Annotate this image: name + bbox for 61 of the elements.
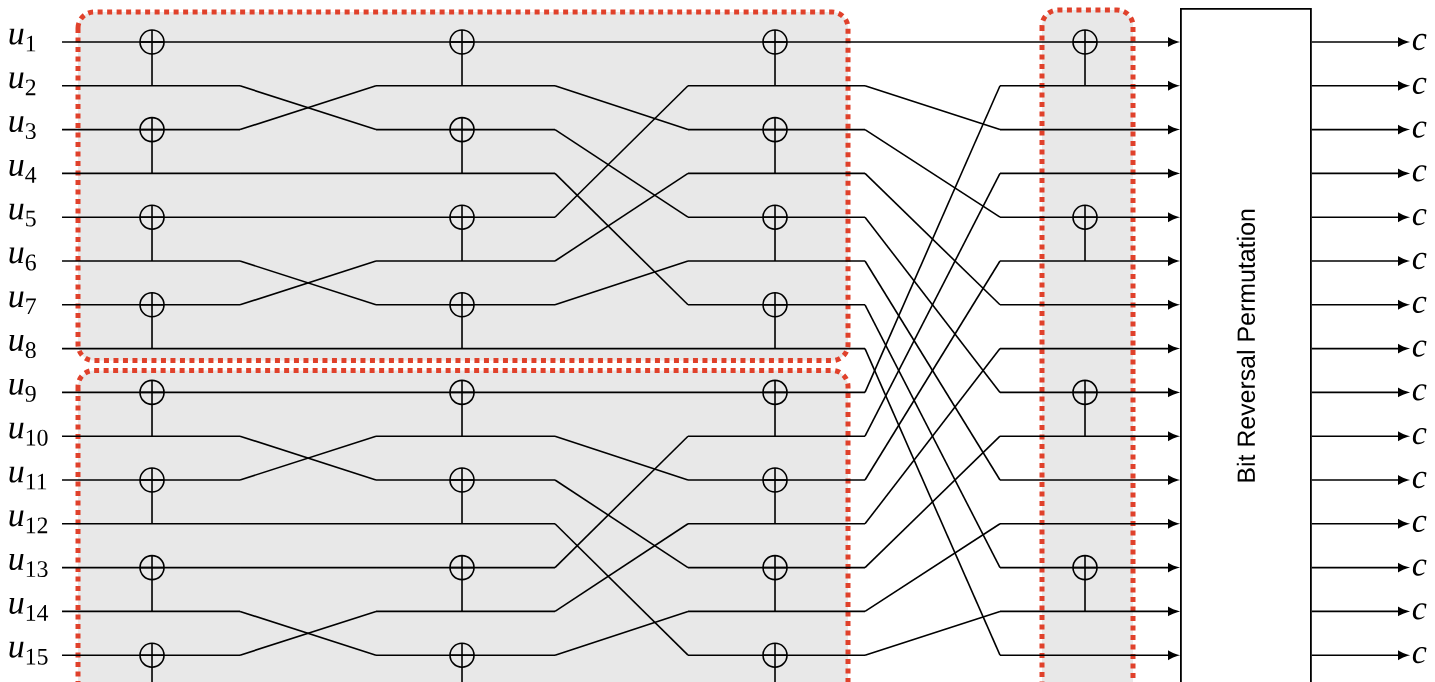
arrow xyxy=(1311,344,1408,353)
output-label: c xyxy=(1412,515,1427,532)
arrow xyxy=(1134,650,1178,660)
arrow xyxy=(1311,519,1408,529)
arrow xyxy=(1311,607,1408,616)
input-label: u$_{12}$ xyxy=(9,510,48,534)
input-label: u$_{6}$ xyxy=(9,247,36,271)
input-label: u$_{15}$ xyxy=(9,641,48,665)
arrow xyxy=(1311,81,1408,91)
arrow xyxy=(1134,344,1178,353)
arrow xyxy=(1311,475,1408,485)
permutation-box: Bit Reversal Permutation xyxy=(1180,8,1312,682)
arrow xyxy=(1134,607,1178,616)
input-label: u$_{1}$ xyxy=(9,28,36,52)
input-label: u$_{3}$ xyxy=(9,116,36,140)
output-label: c xyxy=(1412,33,1427,51)
input-label: u$_{7}$ xyxy=(9,291,36,315)
arrow xyxy=(1311,169,1408,178)
input-label: u$_{5}$ xyxy=(9,203,36,227)
output-label: c xyxy=(1412,296,1427,313)
arrow xyxy=(1134,212,1178,222)
arrow xyxy=(1134,519,1178,529)
arrow xyxy=(1134,431,1178,441)
arrow xyxy=(1311,388,1408,397)
input-label: u$_{10}$ xyxy=(9,422,48,446)
arrow xyxy=(1134,37,1178,47)
input-label: u$_{2}$ xyxy=(9,72,36,96)
arrow xyxy=(1134,169,1178,178)
output-label: c xyxy=(1412,252,1427,270)
arrow xyxy=(1311,212,1408,222)
output-label: c xyxy=(1412,340,1427,357)
arrow xyxy=(1311,650,1408,660)
output-label: c xyxy=(1412,121,1427,138)
arrow xyxy=(1134,388,1178,397)
output-label: c xyxy=(1412,77,1427,94)
output-label: c xyxy=(1412,471,1427,489)
arrow xyxy=(1311,300,1408,310)
input-label: u$_{14}$ xyxy=(9,598,49,621)
input-label: u$_{9}$ xyxy=(9,378,36,402)
arrow xyxy=(1311,431,1408,441)
input-label: u$_{13}$ xyxy=(9,554,48,578)
output-label: c xyxy=(1412,384,1427,401)
arrow xyxy=(1134,563,1178,572)
arrow xyxy=(1134,81,1178,91)
output-label: c xyxy=(1412,428,1427,445)
arrow xyxy=(1134,300,1178,310)
input-label: u$_{11}$ xyxy=(9,466,47,490)
input-label: u$_{4}$ xyxy=(9,160,37,183)
output-label: c xyxy=(1412,209,1427,226)
arrow xyxy=(1134,256,1178,266)
arrow xyxy=(1311,563,1408,572)
arrow xyxy=(1311,125,1408,134)
arrow xyxy=(1134,475,1178,485)
output-label: c xyxy=(1412,603,1427,620)
input-label: u$_{8}$ xyxy=(9,335,36,359)
arrow xyxy=(1134,125,1178,134)
output-label: c xyxy=(1412,165,1427,182)
output-label: c xyxy=(1412,559,1427,576)
arrow xyxy=(1311,37,1408,47)
output-label: c xyxy=(1412,647,1427,664)
arrow xyxy=(1311,256,1408,266)
